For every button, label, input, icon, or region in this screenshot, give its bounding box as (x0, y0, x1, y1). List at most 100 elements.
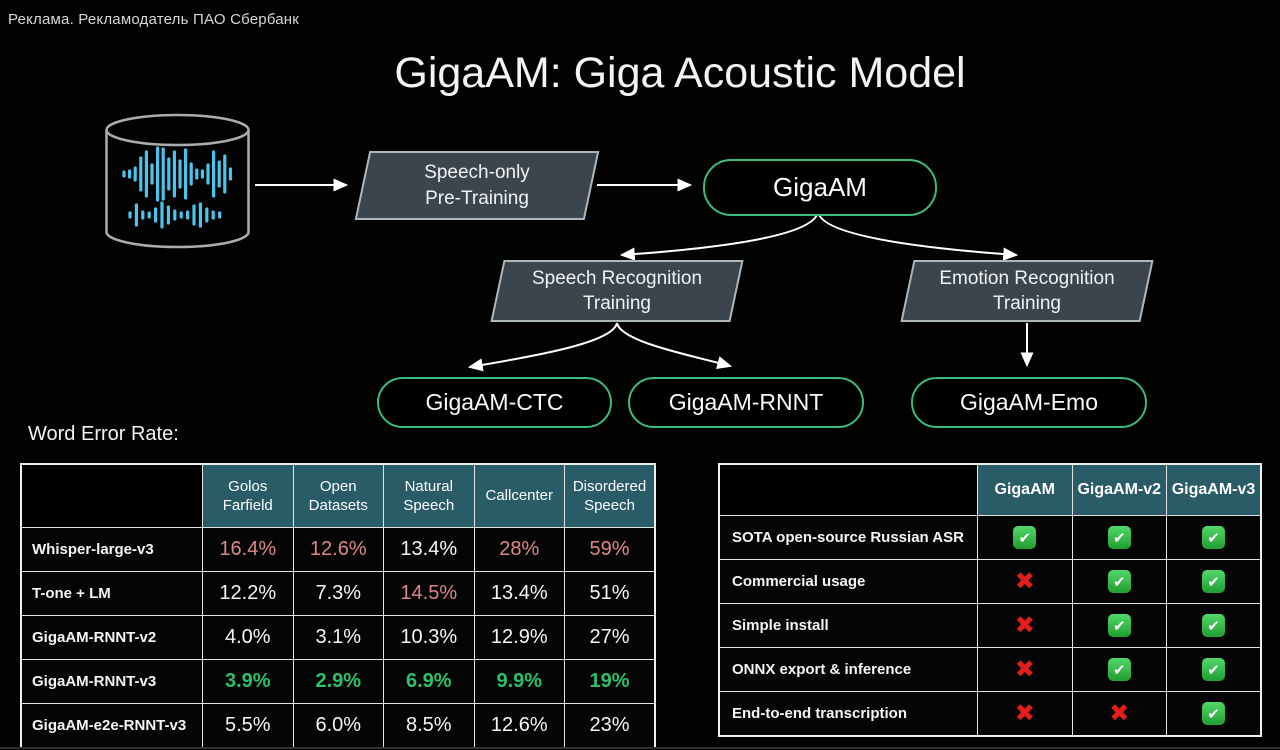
node-gigaam-rnnt: GigaAM-RNNT (628, 377, 864, 428)
column-header: Callcenter (473, 463, 565, 528)
node-speech-only-pretraining: Speech-only Pre-Training (354, 151, 600, 220)
node-label: GigaAM-RNNT (668, 389, 824, 415)
cross-icon: ✖ (1014, 611, 1035, 639)
wer-value-cell: 7.3% (292, 571, 384, 616)
column-header: Natural Speech (383, 463, 475, 528)
cross-icon: ✖ (1014, 699, 1035, 727)
check-icon: ✔ (1202, 702, 1225, 725)
feature-table-body: SOTA open-source Russian ASR✔✔✔Commercia… (718, 515, 1262, 737)
row-label: ONNX export & inference (718, 647, 978, 692)
arrow-training-to-ctc (467, 322, 618, 372)
node-label: GigaAM-Emo (959, 389, 1099, 415)
wer-value-cell: 5.5% (202, 703, 294, 749)
table-row: Simple install ✖ ✔ ✔ (718, 603, 1262, 648)
table-row: ONNX export & inference ✖ ✔ ✔ (718, 647, 1262, 692)
wer-value-cell: 14.5% (383, 571, 475, 616)
check-icon: ✔ (1107, 526, 1131, 549)
wer-value-cell: 2.9% (292, 659, 384, 704)
feature-value-cell: ✔ (1166, 603, 1262, 648)
feature-value-cell: ✔ (1166, 647, 1262, 692)
check-icon: ✔ (1202, 658, 1225, 681)
wer-value-cell: 10.3% (383, 615, 475, 660)
feature-value-cell: ✖ (977, 559, 1073, 604)
node-gigaam-emo: GigaAM-Emo (911, 377, 1147, 428)
row-label: T-one + LM (20, 571, 203, 616)
wer-value-cell: 6.0% (292, 703, 384, 749)
wer-value-cell: 3.9% (202, 659, 294, 704)
feature-value-cell: ✔ (1166, 515, 1262, 560)
column-header: GigaAM (977, 463, 1073, 516)
wer-value-cell: 3.1% (292, 615, 384, 660)
row-label: Simple install (718, 603, 978, 648)
wer-value-cell: 19% (564, 659, 656, 704)
feature-value-cell: ✔ (1071, 647, 1167, 692)
feature-value-cell: ✖ (1071, 691, 1167, 737)
wer-value-cell: 6.9% (383, 659, 475, 704)
column-header: Open Datasets (292, 463, 384, 528)
wer-value-cell: 23% (564, 703, 656, 749)
column-header: Disordered Speech (564, 463, 656, 528)
node-label: Speech-only Pre-Training (424, 162, 530, 209)
feature-value-cell: ✖ (977, 603, 1073, 648)
node-gigaam: GigaAM (703, 159, 937, 216)
check-icon: ✔ (1202, 614, 1225, 637)
wer-value-cell: 59% (564, 527, 656, 572)
row-label: Whisper-large-v3 (20, 527, 203, 572)
check-icon: ✔ (1202, 570, 1225, 593)
wer-value-cell: 51% (564, 571, 656, 616)
node-emotion-recognition-training: Emotion Recognition Training (900, 260, 1154, 322)
wer-value-cell: 12.2% (202, 571, 294, 616)
node-label: GigaAM (773, 172, 867, 202)
table-row: SOTA open-source Russian ASR ✔ ✔ ✔ (718, 515, 1262, 560)
feature-value-cell: ✖ (977, 647, 1073, 692)
check-icon: ✔ (1107, 570, 1131, 593)
node-label: Speech Recognition Training (531, 267, 703, 314)
row-label: Commercial usage (718, 559, 978, 604)
row-label: GigaAM-RNNT-v2 (20, 615, 203, 660)
cross-icon: ✖ (1014, 655, 1035, 683)
row-label: SOTA open-source Russian ASR (718, 515, 978, 560)
row-label: GigaAM-e2e-RNNT-v3 (20, 703, 203, 749)
table-row: Commercial usage ✖ ✔ ✔ (718, 559, 1262, 604)
corner-cell (20, 463, 203, 528)
waveform-bottom (128, 201, 222, 229)
wer-value-cell: 27% (564, 615, 656, 660)
database-cylinder-shape (105, 113, 250, 249)
row-label: GigaAM-RNNT-v3 (20, 659, 203, 704)
wer-section-label: Word Error Rate: (28, 423, 179, 445)
arrow-gigaam-to-emotion-training (817, 211, 1019, 261)
feature-value-cell: ✔ (1071, 603, 1167, 648)
table-row: End-to-end transcription ✖ ✖ ✔ (718, 691, 1262, 737)
cross-icon: ✖ (1014, 567, 1035, 595)
row-label: End-to-end transcription (718, 691, 978, 737)
wer-value-cell: 4.0% (202, 615, 294, 660)
column-header: GigaAM-v3 (1166, 463, 1262, 516)
check-icon: ✔ (1013, 526, 1037, 549)
page-title: GigaAM: Giga Acoustic Model (394, 49, 966, 97)
corner-cell (718, 463, 978, 516)
node-label: GigaAM-CTC (425, 389, 564, 415)
node-speech-recognition-training: Speech Recognition Training (490, 260, 744, 322)
wer-value-cell: 8.5% (383, 703, 475, 749)
audio-database-icon (100, 112, 255, 254)
wer-value-cell: 16.4% (202, 527, 294, 572)
ad-disclaimer: Реклама. Рекламодатель ПАО Сбербанк (8, 11, 300, 28)
feature-value-cell: ✔ (1166, 691, 1262, 737)
waveform-top (122, 146, 232, 202)
feature-value-cell: ✖ (977, 691, 1073, 737)
node-gigaam-ctc: GigaAM-CTC (377, 377, 612, 428)
wer-value-cell: 13.4% (473, 571, 565, 616)
check-icon: ✔ (1107, 658, 1131, 681)
bottom-edge-line (0, 747, 1280, 749)
column-header: GigaAM-v2 (1071, 463, 1167, 516)
